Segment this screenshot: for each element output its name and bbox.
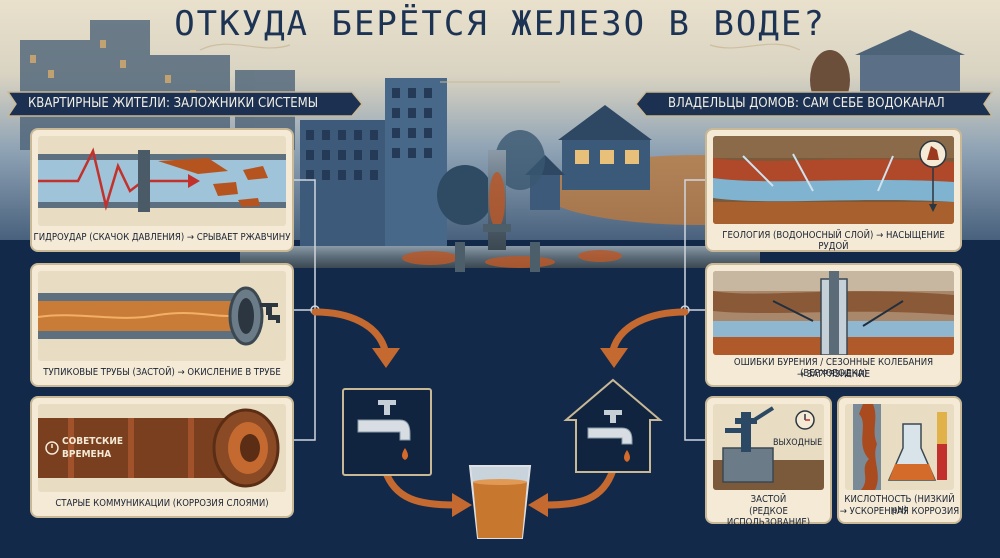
water-hammer-pipe-image xyxy=(38,136,286,226)
ore-icon xyxy=(927,146,939,160)
card-acidity: КИСЛОТНОСТЬ (НИЗКИЙ pH) → УСКОРЕННАЯ КОР… xyxy=(839,398,960,522)
page-title: ОТКУДА БЕРЁТСЯ ЖЕЛЕЗО В ВОДЕ? xyxy=(174,4,826,44)
card-water-hammer: ГИДРОУДАР (СКАЧОК ДАВЛЕНИЯ) → СРЫВАЕТ РЖ… xyxy=(32,130,292,250)
dead-end-pipe-image xyxy=(38,271,286,361)
card-stagnation: ВЫХОДНЫЕ ЗАСТОЙ (РЕДКОЕ ИСПОЛЬЗОВАНИЕ) xyxy=(707,398,830,528)
old-pipe-image xyxy=(38,404,286,492)
badge-weekends: ВЫХОДНЫЕ xyxy=(773,438,823,448)
hand-pump-image xyxy=(713,404,824,490)
card-dead-end-pipes: ТУПИКОВЫЕ ТРУБЫ (ЗАСТОЙ) → ОКИСЛЕНИЕ В Т… xyxy=(32,265,292,385)
caption-water-hammer: ГИДРОУДАР (СКАЧОК ДАВЛЕНИЯ) → СРЫВАЕТ РЖ… xyxy=(33,232,291,243)
apartment-faucet-box xyxy=(342,388,432,476)
caption-dead-end-pipes: ТУПИКОВЫЕ ТРУБЫ (ЗАСТОЙ) → ОКИСЛЕНИЕ В Т… xyxy=(43,367,281,378)
house-faucet-icon xyxy=(563,378,663,473)
stopwatch-icon xyxy=(45,441,59,455)
card-old-pipes: СОВЕТСКИЕ ВРЕМЕНА СТАРЫЕ КОММУНИКАЦИИ (К… xyxy=(32,398,292,516)
card-geology: ГЕОЛОГИЯ (ВОДОНОСНЫЙ СЛОЙ) → НАСЫЩЕНИЕ Р… xyxy=(707,130,960,252)
small-faucet-icon xyxy=(260,303,280,323)
card-drilling: ОШИБКИ БУРЕНИЯ / СЕЗОННЫЕ КОЛЕБАНИЯ (ВЕР… xyxy=(707,265,960,385)
well-drilling-image xyxy=(713,271,954,355)
badge-soviet-line2: ВРЕМЕНА xyxy=(62,449,112,460)
badge-soviet-line1: СОВЕТСКИЕ xyxy=(62,436,124,447)
glass-icon xyxy=(468,465,532,539)
right-banner: ВЛАДЕЛЬЦЫ ДОМОВ: САМ СЕБЕ ВОДОКАНАЛ xyxy=(668,96,945,111)
left-banner: КВАРТИРНЫЕ ЖИТЕЛИ: ЗАЛОЖНИКИ СИСТЕМЫ xyxy=(28,96,319,111)
caption-acidity-line2: → УСКОРЕННАЯ КОРРОЗИЯ xyxy=(839,506,960,517)
caption-old-pipes: СТАРЫЕ КОММУНИКАЦИИ (КОРРОЗИЯ СЛОЯМИ) xyxy=(55,498,269,509)
caption-acidity-line1: КИСЛОТНОСТЬ (НИЗКИЙ pH) xyxy=(844,494,955,516)
caption-stagnation-line1: ЗАСТОЙ xyxy=(750,494,787,505)
acid-flask-image xyxy=(845,404,954,490)
geology-layers-image xyxy=(713,136,954,224)
faucet-icon xyxy=(357,400,411,460)
caption-drilling-line1: ОШИБКИ БУРЕНИЯ / СЕЗОННЫЕ КОЛЕБАНИЯ (ВЕР… xyxy=(733,357,934,379)
caption-drilling-line2: → ЗАГРЯЗНЕНИЕ xyxy=(796,369,871,380)
caption-geology: ГЕОЛОГИЯ (ВОДОНОСНЫЙ СЛОЙ) → НАСЫЩЕНИЕ Р… xyxy=(722,230,945,252)
caption-stagnation-line2: (РЕДКОЕ ИСПОЛЬЗОВАНИЕ) xyxy=(726,506,811,528)
